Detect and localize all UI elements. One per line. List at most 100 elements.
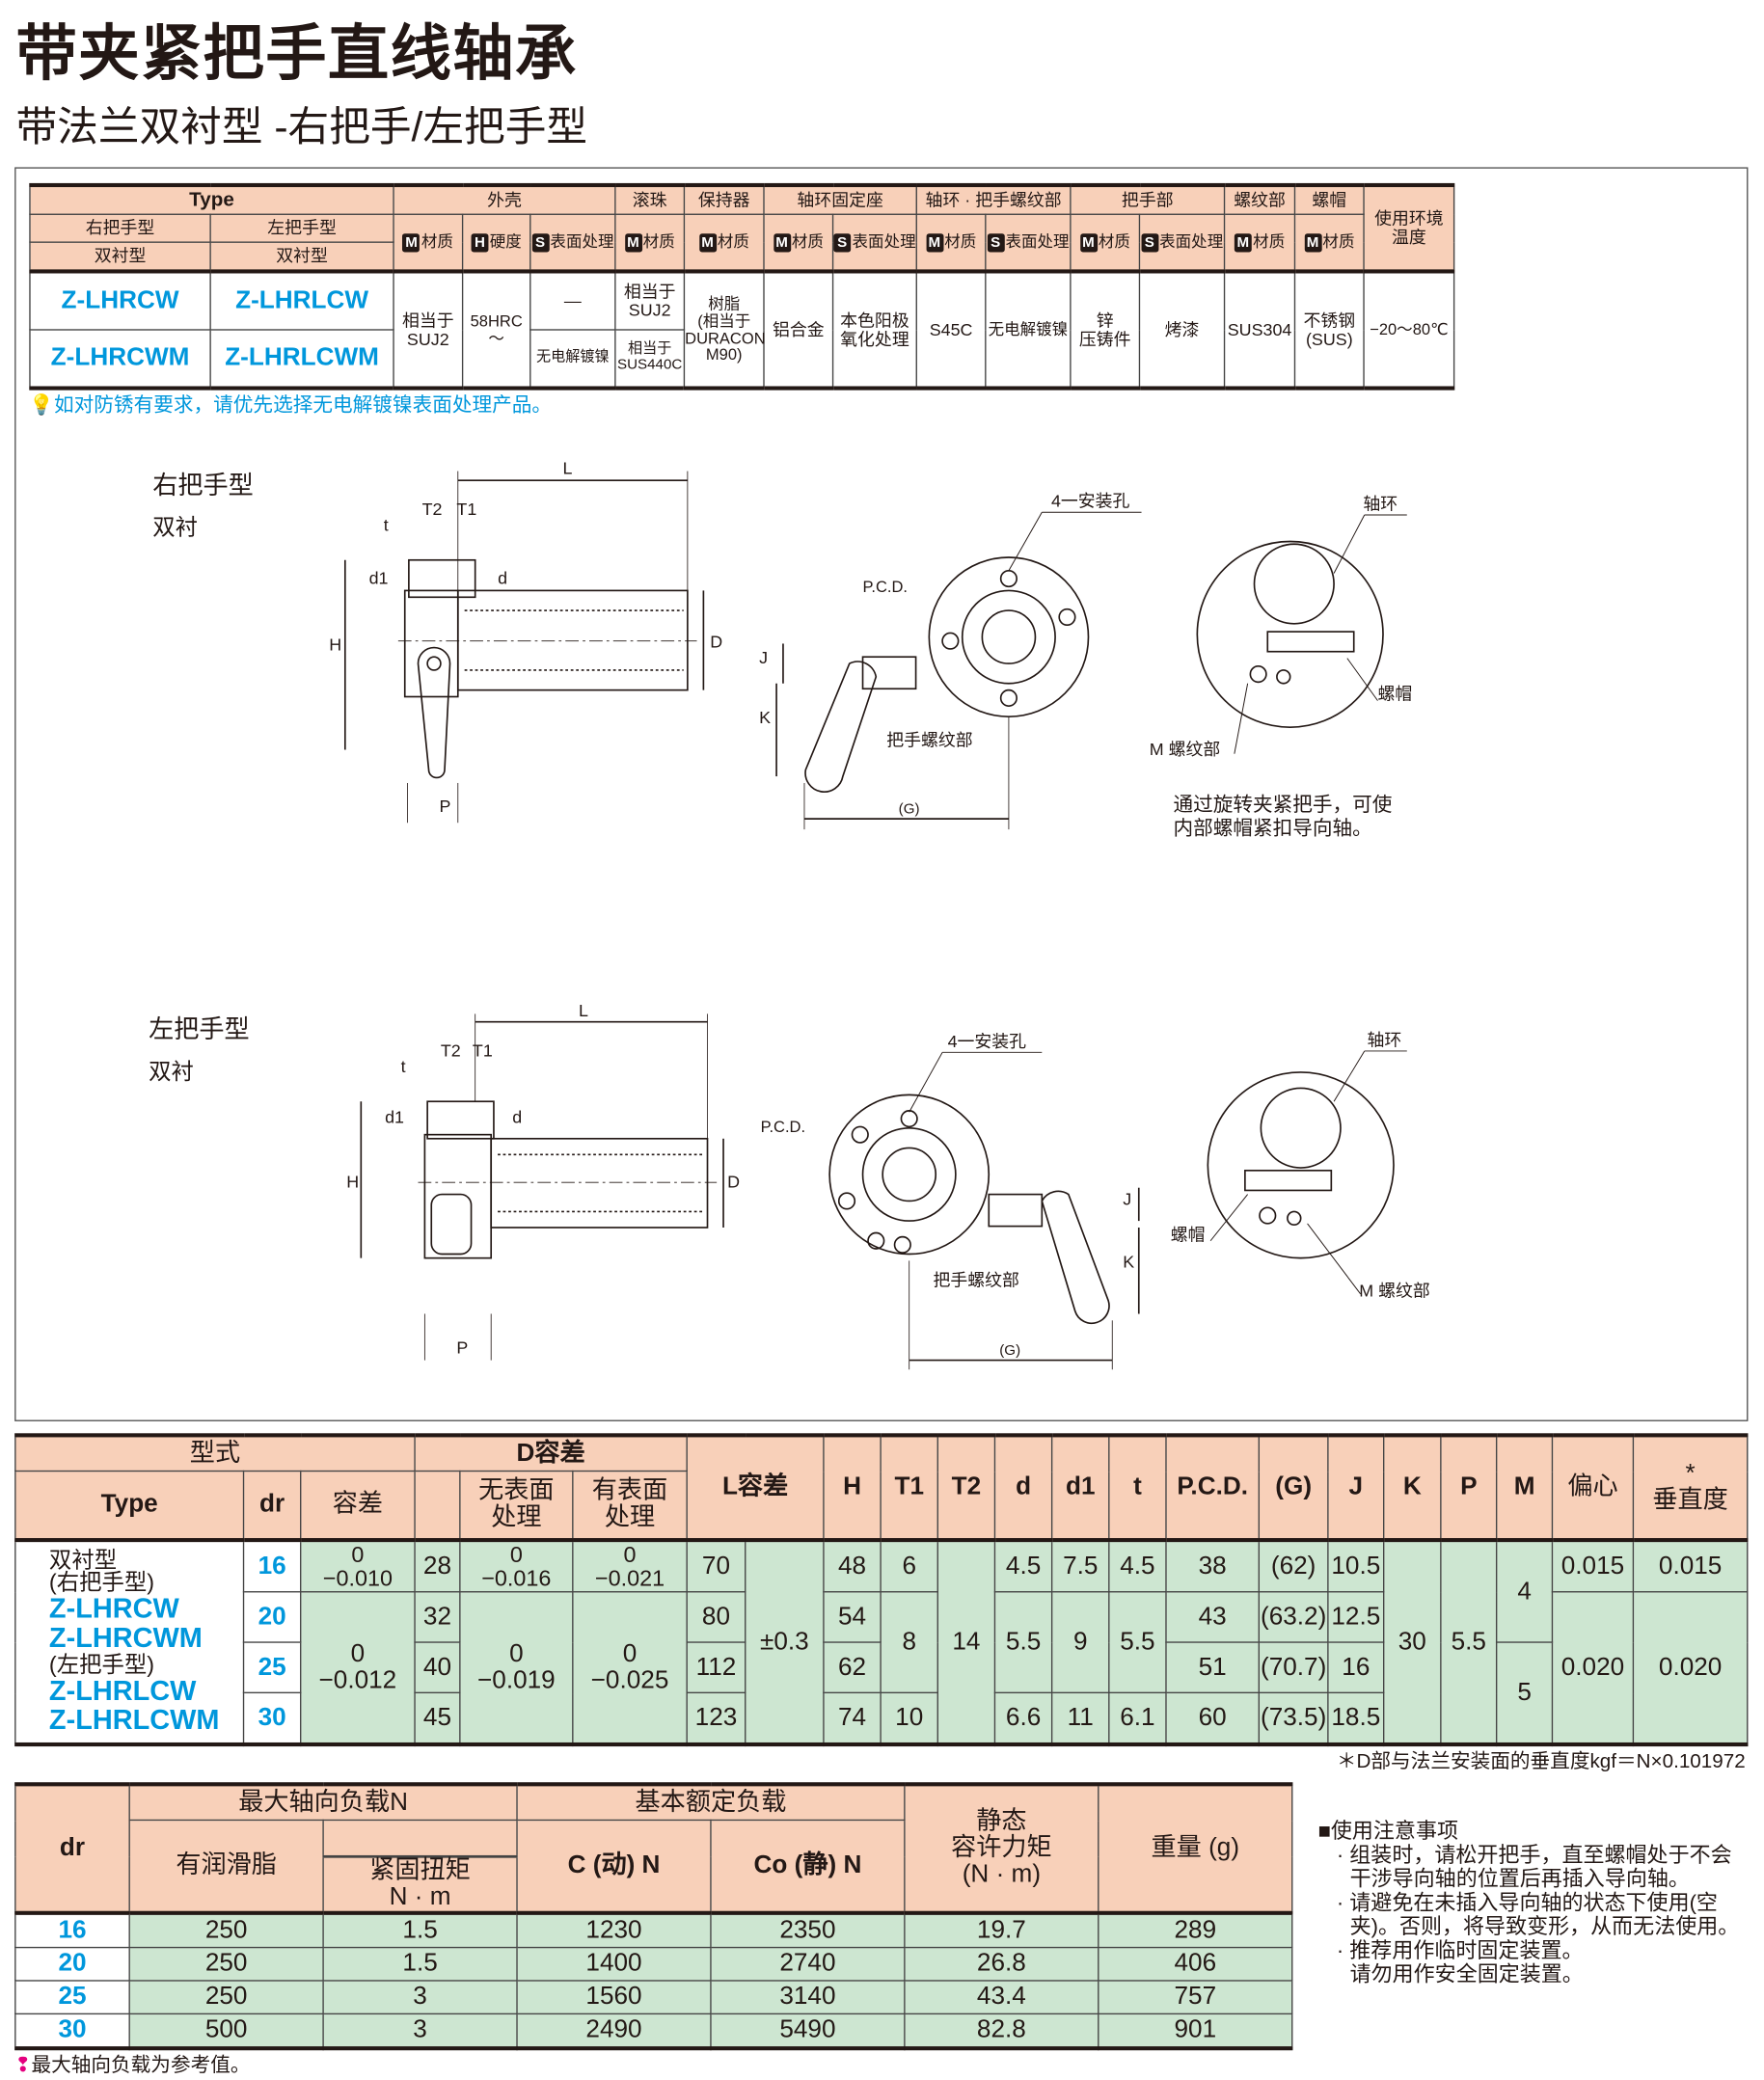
drawing-subtitle: 双衬 xyxy=(149,1059,194,1084)
header-l-tol: L容差 xyxy=(686,1433,825,1543)
model-link[interactable]: Z-LHRCW xyxy=(48,1594,179,1625)
j-value: 18.5 xyxy=(1327,1691,1385,1745)
header-dr: dr xyxy=(242,1470,302,1543)
d-small-value: 6.6 xyxy=(993,1691,1053,1745)
header-torque: 紧固扭矩 N · m xyxy=(322,1855,518,1915)
model-link[interactable]: Z-LHRCW xyxy=(29,270,211,331)
svg-text:L: L xyxy=(579,1001,588,1020)
drawing-title: 左把手型 xyxy=(149,1014,250,1043)
handle-lever xyxy=(417,646,451,779)
dr-value[interactable]: 25 xyxy=(242,1641,302,1694)
header-housing: 外壳 xyxy=(393,182,616,215)
weight-value: 406 xyxy=(1098,1946,1293,1982)
svg-text:螺帽: 螺帽 xyxy=(1171,1226,1206,1245)
svg-text:通过旋转夹紧把手，可使: 通过旋转夹紧把手，可使 xyxy=(1174,794,1393,816)
weight-value: 757 xyxy=(1098,1980,1293,2015)
pcd-value: 60 xyxy=(1165,1691,1261,1745)
moment-value: 82.8 xyxy=(904,2012,1099,2049)
header-spacer xyxy=(323,1820,518,1858)
m-badge-icon: M xyxy=(1079,232,1098,253)
dr-value[interactable]: 25 xyxy=(14,1980,130,2015)
svg-text:M 螺纹部: M 螺纹部 xyxy=(1150,740,1220,759)
model-link[interactable]: Z-LHRCWM xyxy=(48,1623,203,1655)
header-j: J xyxy=(1327,1433,1385,1543)
m-badge-icon: M xyxy=(1304,232,1322,253)
dr-value[interactable]: 16 xyxy=(242,1539,302,1593)
m-value: 5 xyxy=(1496,1641,1554,1745)
c-value: 1400 xyxy=(516,1946,712,1982)
nut-material: 不锈钢 (SUS) xyxy=(1293,270,1365,391)
pcd-value: 43 xyxy=(1165,1591,1261,1643)
header-collar-seat: 轴环固定座 xyxy=(763,182,917,215)
detail-circle xyxy=(1196,540,1384,728)
dr-value[interactable]: 20 xyxy=(242,1591,302,1643)
co-value: 3140 xyxy=(710,1980,906,2015)
d-small-value: 5.5 xyxy=(993,1591,1053,1694)
tolerance-value: 0 −0.012 xyxy=(300,1591,416,1745)
header-pcd: P.C.D. xyxy=(1165,1433,1261,1543)
load-footnote-text: 最大轴向负载为参考值。 xyxy=(31,2054,251,2077)
dr-value[interactable]: 16 xyxy=(14,1912,130,1949)
t-value: 6.1 xyxy=(1108,1691,1167,1745)
t1-value: 8 xyxy=(880,1591,939,1694)
s-badge-icon: S xyxy=(531,232,550,253)
housing-surface: — xyxy=(529,270,616,331)
svg-text:T1: T1 xyxy=(456,500,476,519)
torque-value: 1.5 xyxy=(322,1946,518,1982)
page-subtitle: 带法兰双衬型 -右把手/左把手型 xyxy=(15,103,588,150)
svg-text:P: P xyxy=(440,797,451,816)
handle-surface: 烤漆 xyxy=(1138,270,1226,391)
with-surface-tol: 0 −0.025 xyxy=(572,1591,688,1745)
model-link[interactable]: Z-LHRLCWM xyxy=(48,1705,220,1737)
g-value: (63.2) xyxy=(1258,1591,1329,1643)
header-c-dynamic: C (动) N xyxy=(516,1819,712,1915)
d1-value: 11 xyxy=(1050,1691,1110,1745)
model-link[interactable]: Z-LHRLCW xyxy=(209,270,394,331)
g-value: (62) xyxy=(1258,1539,1329,1593)
t1-value: 6 xyxy=(880,1539,939,1593)
page-title: 带夹紧把手直线轴承 xyxy=(15,18,578,88)
load-table: dr 最大轴向负载N 基本额定负载 静态 容许力矩 (N · m) 重量 (g)… xyxy=(14,1782,1293,2051)
header-weight: 重量 (g) xyxy=(1098,1782,1293,1915)
d-small-value: 4.5 xyxy=(993,1539,1053,1593)
l-value: 80 xyxy=(686,1591,746,1643)
drawing-subtitle: 双衬 xyxy=(152,515,198,540)
housing-material: 相当于 SUJ2 xyxy=(393,270,464,391)
usage-notes: ■使用注意事项 · 组装时，请松开把手，直至螺帽处于不会干涉导向轴的位置后再插入… xyxy=(1318,1821,1743,1987)
header-h: H xyxy=(823,1433,882,1543)
svg-text:d: d xyxy=(512,1107,522,1126)
d1-value: 7.5 xyxy=(1050,1539,1110,1593)
svg-text:M 螺纹部: M 螺纹部 xyxy=(1359,1282,1429,1301)
grease-value: 250 xyxy=(128,1912,324,1949)
d-value: 40 xyxy=(414,1641,461,1694)
l-value: 112 xyxy=(686,1641,746,1694)
square-bullet-icon: ■ xyxy=(1317,1821,1331,1844)
dr-value[interactable]: 20 xyxy=(14,1946,130,1982)
dr-value[interactable]: 30 xyxy=(14,2012,130,2049)
subheader-label: 表面处理 xyxy=(1005,232,1070,252)
housing-hardness: 58HRC～ xyxy=(461,270,531,391)
svg-text:(G): (G) xyxy=(999,1342,1020,1359)
note-item: · 请避免在未插入导向轴的状态下使用(空夹)。否则，将导致变形，从而无法使用。 xyxy=(1336,1892,1740,1939)
h-value: 48 xyxy=(823,1539,882,1593)
svg-text:t: t xyxy=(384,515,389,534)
ball-material: 相当于 SUS440C xyxy=(614,329,686,391)
model-link[interactable]: Z-LHRCWM xyxy=(29,329,211,391)
dr-value[interactable]: 30 xyxy=(242,1691,302,1745)
subheader-label: 表面处理 xyxy=(550,232,614,252)
model-link[interactable]: Z-LHRLCWM xyxy=(209,329,394,391)
type-label: 双衬型 xyxy=(48,1547,118,1573)
ball-material: 相当于 SUJ2 xyxy=(614,270,686,331)
svg-text:(G): (G) xyxy=(899,801,920,818)
retainer-material: 树脂 (相当于 DURACON M90) xyxy=(683,270,766,391)
h-value: 74 xyxy=(823,1691,882,1745)
model-link[interactable]: Z-LHRLCW xyxy=(48,1676,197,1708)
header-grease: 有润滑脂 xyxy=(128,1819,324,1915)
collar-surface: 无电解镀镍 xyxy=(985,270,1072,391)
with-surface-tol: 0 −0.021 xyxy=(572,1539,688,1593)
